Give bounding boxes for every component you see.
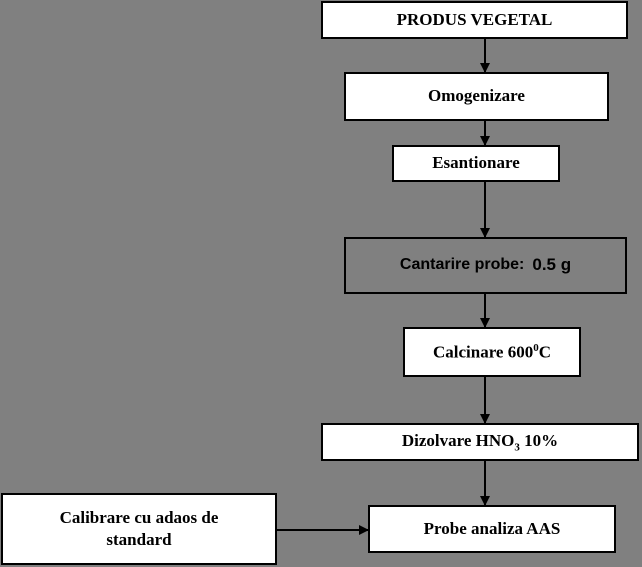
node-omogenizare: Omogenizare [344,72,609,121]
node-probe-analiza-aas: Probe analiza AAS [368,505,616,553]
node-produs-vegetal-label: PRODUS VEGETAL [396,9,553,29]
node-dizolvare-subscript: 3 [514,441,520,454]
node-cantarire-label: Cantarire probe: [399,256,525,274]
node-cantarire-probe: Cantarire probe: 0.5 g [344,237,627,294]
node-omogenizare-label: Omogenizare [428,86,525,106]
node-dizolvare-text: Dizolvare HNO [401,430,515,450]
node-calcinare-unit: C [538,342,552,362]
node-calcinare: Calcinare 6000C [403,327,581,377]
node-esantionare: Esantionare [392,145,560,182]
node-dizolvare: Dizolvare HNO3 10% [321,423,639,461]
node-produs-vegetal: PRODUS VEGETAL [321,1,628,39]
node-calcinare-label: Calcinare 6000C [433,341,551,364]
node-calibrare-label: Calibrare cu adaos de standard [59,507,219,549]
node-calibrare: Calibrare cu adaos de standard [1,493,277,565]
node-calcinare-degree: 0 [533,341,539,354]
node-esantionare-label: Esantionare [432,153,520,173]
node-dizolvare-label: Dizolvare HNO3 10% [402,430,558,455]
node-calcinare-text: Calcinare 600 [432,342,534,362]
node-dizolvare-rest: 10% [519,430,559,450]
node-probe-label: Probe analiza AAS [423,518,561,538]
node-cantarire-value: 0.5 g [532,255,572,275]
